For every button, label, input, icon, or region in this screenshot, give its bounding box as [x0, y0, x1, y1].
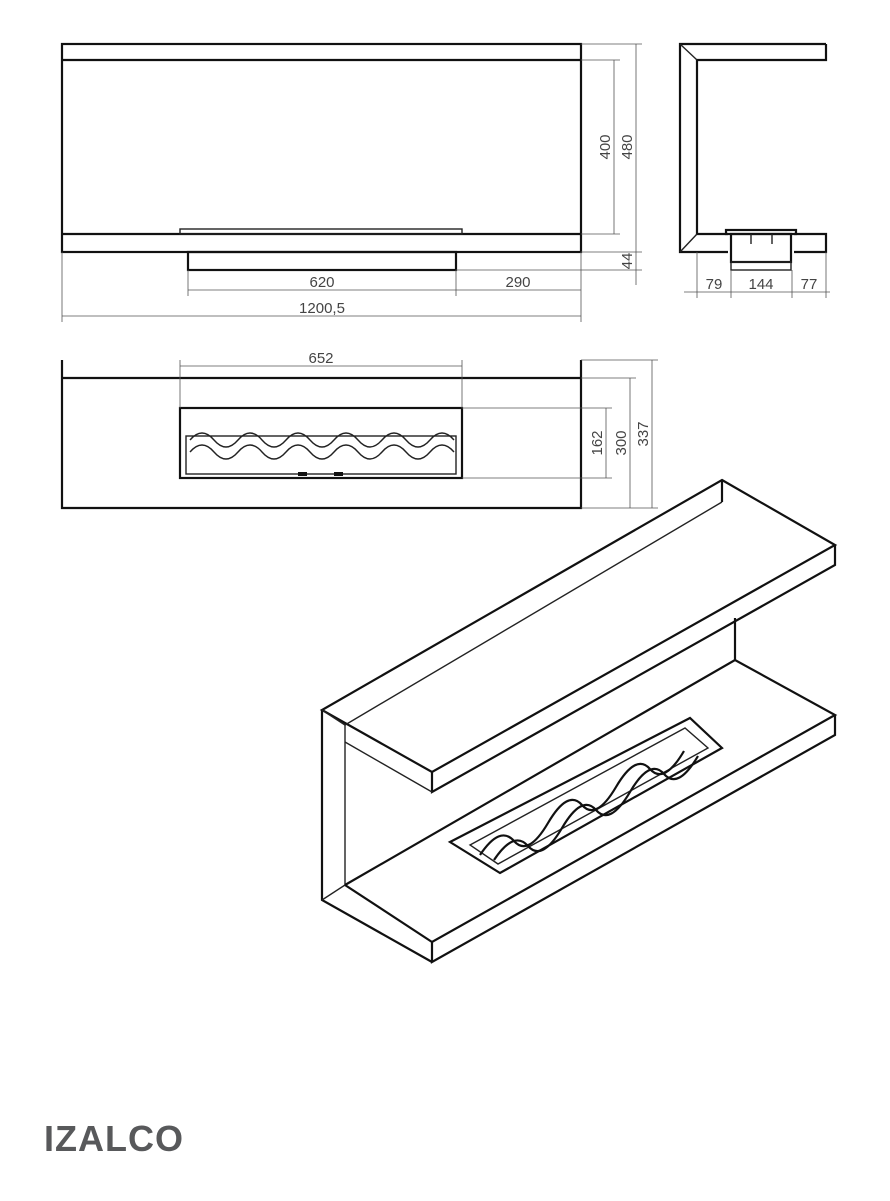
dim-620: 620	[309, 274, 334, 291]
dim-1200-5: 1200,5	[299, 300, 345, 317]
dim-79: 79	[706, 276, 723, 293]
side-view: 79 144 77	[678, 42, 830, 298]
dim-480: 480	[619, 134, 636, 159]
brand-logo: IZALCO	[44, 1118, 184, 1159]
top-view: 652 162 300 337	[60, 350, 658, 510]
dim-144: 144	[748, 276, 773, 293]
dim-77: 77	[801, 276, 818, 293]
dim-400: 400	[597, 134, 614, 159]
dim-290: 290	[505, 274, 530, 291]
front-view: 400 480 44 620 290 1200,5	[60, 42, 642, 322]
dim-162: 162	[589, 430, 606, 455]
isometric-view	[319, 478, 838, 964]
dim-337: 337	[635, 421, 652, 446]
dim-300: 300	[613, 430, 630, 455]
dim-652: 652	[308, 350, 333, 367]
dim-44: 44	[619, 253, 636, 270]
